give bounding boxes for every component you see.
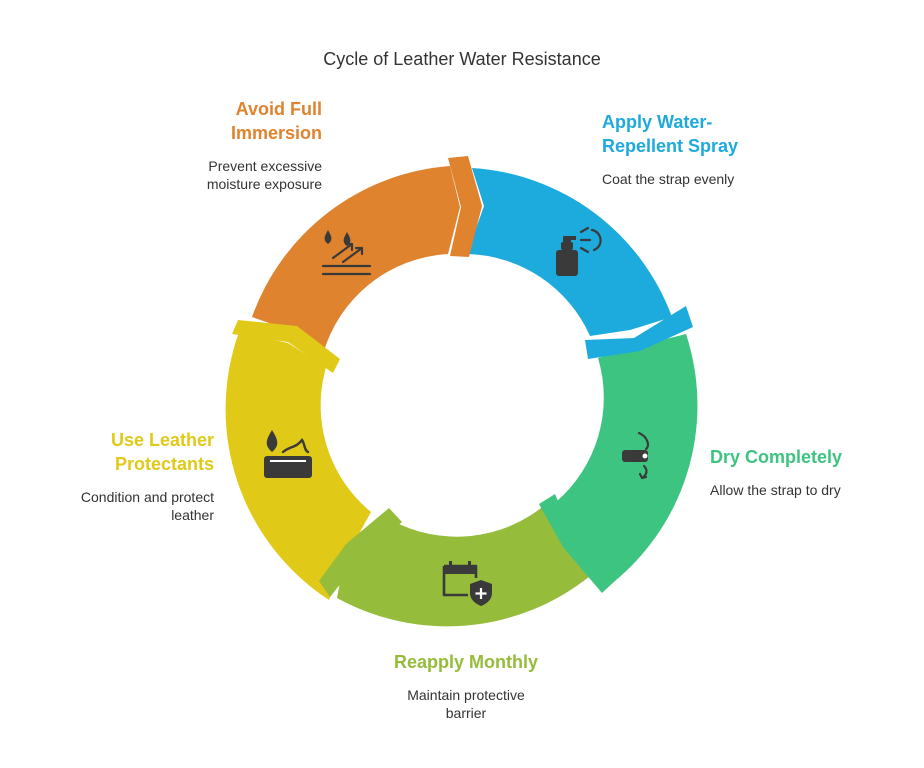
connector-to-lime (319, 508, 402, 597)
step-description-spray: Coat the strap evenly (602, 171, 735, 187)
step-label-dry: Dry Completely Allow the strap to dry (710, 445, 842, 499)
step-label-spray: Apply Water- Repellent Spray Coat the st… (602, 110, 738, 188)
calendar-shield-icon (442, 561, 492, 606)
step-heading-spray: Apply Water- Repellent Spray (602, 112, 739, 156)
step-heading-dry: Dry Completely (710, 447, 843, 467)
step-label-reapply: Reapply Monthly Maintain protective barr… (366, 650, 566, 722)
step-description-avoid: Prevent excessive moisture exposure (206, 158, 322, 192)
step-heading-reapply: Reapply Monthly (393, 652, 538, 672)
connector-to-green (539, 494, 617, 593)
step-heading-protect: Use Leather Protectants (110, 430, 214, 474)
step-description-dry: Allow the strap to dry (710, 482, 841, 498)
leather-protectant-icon (264, 430, 312, 478)
watch-strap-dry-icon (622, 431, 650, 480)
step-description-protect: Condition and protect leather (80, 489, 214, 523)
connector-to-blue (585, 306, 693, 359)
connector-to-yellow (232, 320, 340, 373)
step-label-avoid: Avoid Full Immersion Prevent excessive m… (122, 97, 322, 193)
step-label-protect: Use Leather Protectants Condition and pr… (34, 428, 214, 524)
spray-bottle-icon (556, 226, 602, 276)
water-droplets-icon (321, 230, 372, 276)
connector-to-orange (448, 156, 482, 257)
step-description-reapply: Maintain protective barrier (407, 687, 525, 721)
step-heading-avoid: Avoid Full Immersion (230, 99, 322, 143)
segment-avoid-full-immersion (252, 166, 460, 354)
diagram-title: Cycle of Leather Water Resistance (323, 49, 601, 69)
